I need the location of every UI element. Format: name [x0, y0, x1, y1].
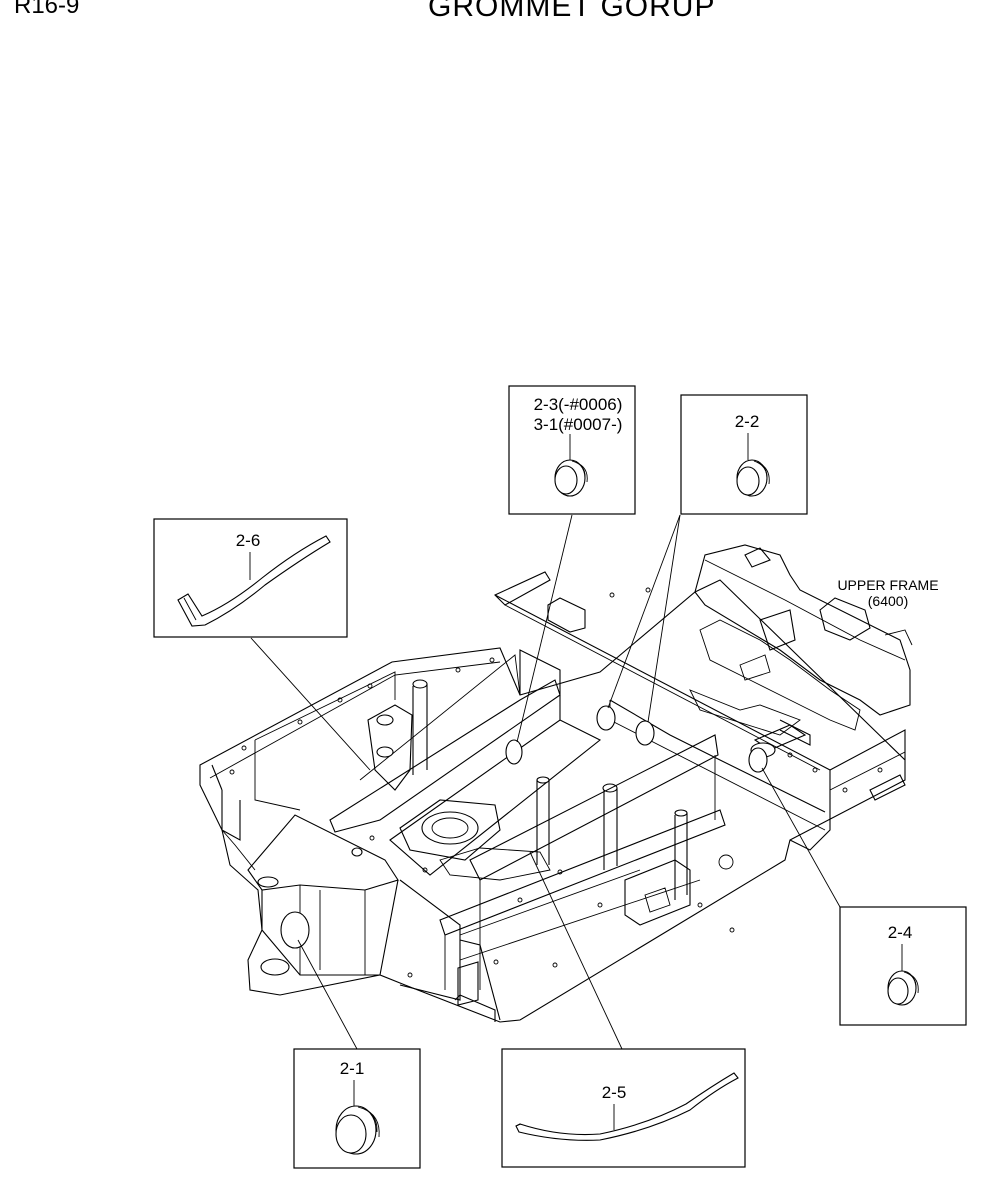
callout-2-2: 2-2 — [680, 394, 808, 515]
callout-2-4-label: 2-4 — [888, 923, 913, 942]
frame-hole-2-2b — [635, 720, 655, 746]
bracket-hole — [257, 876, 279, 888]
callout-2-3-label: 2-3(-#0006) — [534, 395, 623, 414]
frame-hole-2-4 — [748, 747, 768, 773]
frame-hole-2-2a — [596, 705, 616, 731]
upper-frame-drawing — [199, 544, 913, 1023]
page-title: GROMMET GORUP — [428, 0, 716, 23]
grommet-2-4-icon — [887, 970, 919, 1006]
grommet-2-1-icon — [335, 1105, 380, 1155]
grommet-2-3-icon — [554, 459, 588, 497]
frame-hole-2-3 — [505, 739, 523, 765]
callout-2-2-label: 2-2 — [735, 412, 760, 431]
upper-frame-label-line2: (6400) — [868, 593, 908, 609]
grommet-2-2-icon — [736, 459, 770, 497]
leader-lines — [250, 514, 841, 1050]
callout-2-3: 2-3(-#0006) 3-1(#0007-) — [508, 385, 636, 515]
callout-2-1: 2-1 — [293, 1048, 421, 1169]
grommet-strip-2-5-icon — [515, 1072, 739, 1141]
callout-2-4: 2-4 — [839, 906, 967, 1026]
callout-2-5: 2-5 — [501, 1048, 746, 1168]
callout-2-6-label: 2-6 — [236, 531, 261, 550]
callout-2-1-label: 2-1 — [340, 1059, 365, 1078]
upper-frame-label-line1: UPPER FRAME — [837, 577, 938, 593]
bolt-holes — [229, 587, 883, 978]
callout-2-6: 2-6 — [153, 518, 348, 638]
page-code: R16-9 — [14, 0, 80, 19]
upper-frame-label: UPPER FRAME (6400) — [837, 577, 938, 609]
callout-2-5-label: 2-5 — [602, 1083, 627, 1102]
callout-3-1-label: 3-1(#0007-) — [534, 415, 623, 434]
grommet-strip-2-6-icon — [177, 535, 331, 627]
